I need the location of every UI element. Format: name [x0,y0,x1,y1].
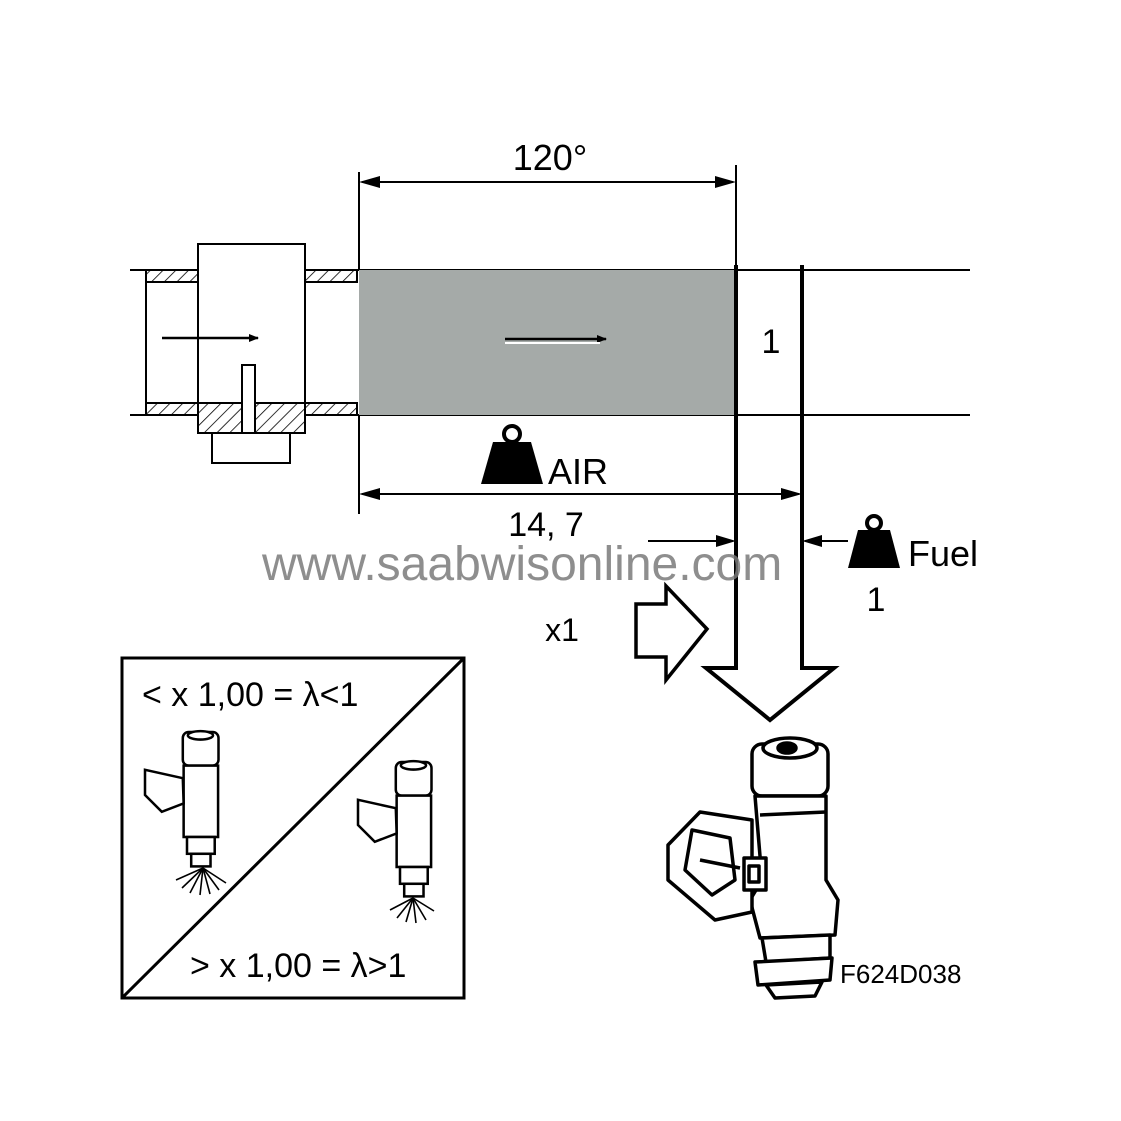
multiplier-label: x1 [545,612,579,648]
fuel-label: Fuel [908,533,978,574]
watermark: www.saabwisonline.com [261,538,782,591]
air-ratio-value: 14, 7 [508,506,584,544]
segment-number: 1 [762,323,781,361]
angle-dimension: 120° [358,137,737,270]
angle-label: 120° [513,137,587,178]
rich-injector-icon [143,729,220,868]
air-charge [359,270,736,415]
rich-spray-icon [175,867,227,896]
fuel-ratio-dimension: Fuel 1 [648,514,978,619]
fuel-injection-arrow [700,265,840,723]
fuel-weight-icon [848,514,900,568]
air-weight-icon [481,424,543,484]
multiplier-arrow: x1 [545,581,710,685]
air-mass-meter [162,243,306,464]
lambda-box: < x 1,00 = λ<1 > x 1,00 = λ>1 [120,656,466,1000]
rich-condition-label: < x 1,00 = λ<1 [142,676,358,714]
figure-code: F624D038 [840,959,961,989]
fuel-ratio-value: 1 [867,581,886,619]
lean-condition-label: > x 1,00 = λ>1 [190,947,406,985]
lean-injector-icon [356,759,433,898]
air-ratio-dimension: AIR 14, 7 [358,415,802,544]
lean-spray-icon [389,897,435,924]
air-label: AIR [548,451,608,492]
fuel-injector-icon [666,736,840,1000]
